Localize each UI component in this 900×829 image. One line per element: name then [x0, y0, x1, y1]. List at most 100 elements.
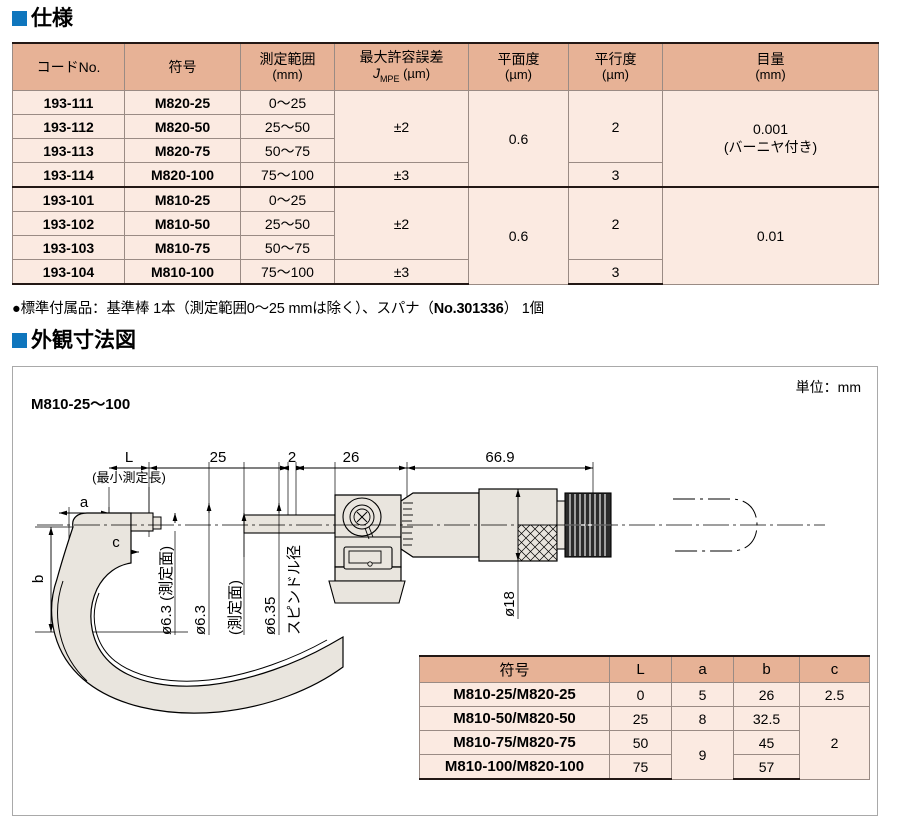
- dimension-label-thimble-diameter: ø18: [501, 591, 518, 617]
- cell-mpe: ±3: [334, 259, 469, 285]
- dim-cell-name: M810-50/M820-50: [419, 706, 610, 731]
- dimension-label-L: L: [125, 449, 133, 466]
- cell-range: 0〜25: [240, 186, 335, 212]
- dim-cell-c: 2: [799, 706, 870, 780]
- cell-parallelism: 2: [568, 186, 663, 260]
- cell-mpe: ±3: [334, 162, 469, 188]
- spec-section-heading: 仕様: [12, 8, 73, 29]
- header-measuring-range: 測定範囲 (mm): [240, 42, 335, 91]
- cell-parallelism: 2: [568, 90, 663, 163]
- table-row: M810-50/M820-50 25 8 32.5 2: [419, 706, 870, 780]
- cell-code: 193-114: [12, 162, 125, 188]
- spec-table-header-row: コードNo. 符号 測定範囲 (mm) 最大許容誤差 JMPE (µm) 平面度…: [12, 42, 879, 91]
- cell-flatness: 0.6: [468, 90, 569, 188]
- dimension-label-25: 25: [210, 449, 227, 466]
- table-row: 193-104 M810-100 75〜100 ±3 3: [12, 259, 879, 285]
- dim-cell-L: 75: [609, 754, 672, 780]
- spec-table: コードNo. 符号 測定範囲 (mm) 最大許容誤差 JMPE (µm) 平面度…: [12, 42, 879, 285]
- dim-cell-name: M810-25/M820-25: [419, 682, 610, 707]
- dimension-label-26: 26: [343, 449, 360, 466]
- dimension-label-spindle-face-diameter: ø6.3: [192, 605, 209, 635]
- table-row: M810-25/M820-25 0 5 26 2.5: [419, 682, 870, 707]
- dimension-label-anvil-diameter: ø6.3 (測定面): [158, 546, 175, 635]
- dimension-label-c: c: [112, 534, 120, 551]
- drawing-section-heading: 外観寸法図: [12, 330, 136, 351]
- dimension-table: 符号 L a b c M810-25/M820-25 0 5 26 2.5 M8…: [419, 655, 870, 780]
- dim-cell-a: 5: [671, 682, 734, 707]
- dimension-label-a: a: [80, 494, 89, 511]
- footnote-part-number: No.301336: [433, 301, 504, 317]
- cell-range: 0〜25: [240, 90, 335, 115]
- cell-code: 193-113: [12, 138, 125, 163]
- dim-cell-b: 57: [733, 754, 800, 780]
- spec-table-container: コードNo. 符号 測定範囲 (mm) 最大許容誤差 JMPE (µm) 平面度…: [12, 42, 879, 285]
- cell-symbol: M810-25: [124, 186, 241, 212]
- table-row: 193-114 M820-100 75〜100 ±3 3: [12, 162, 879, 188]
- dim-cell-name: M810-100/M820-100: [419, 754, 610, 780]
- dimension-label-spindle-diameter: ø6.35: [262, 597, 279, 635]
- dim-cell-c: 2.5: [799, 682, 870, 707]
- cell-range: 25〜50: [240, 114, 335, 139]
- cell-symbol: M810-100: [124, 259, 241, 285]
- cell-graduation: 0.001 (バーニヤ付き): [662, 90, 879, 188]
- table-row: 193-103 M810-75 50〜75: [12, 235, 879, 260]
- blue-square-bullet-icon: [12, 11, 27, 26]
- cell-parallelism: 3: [568, 259, 663, 285]
- header-symbol: 符号: [124, 42, 241, 91]
- cell-code: 193-102: [12, 211, 125, 236]
- dim-header-a: a: [671, 655, 734, 683]
- cell-mpe: ±2: [334, 90, 469, 163]
- dim-header-symbol: 符号: [419, 655, 610, 683]
- cell-code: 193-104: [12, 259, 125, 285]
- table-row: 193-112 M820-50 25〜50: [12, 114, 879, 139]
- cell-symbol: M810-50: [124, 211, 241, 236]
- cell-graduation: 0.01: [662, 186, 879, 285]
- dim-cell-L: 0: [609, 682, 672, 707]
- footnote-bullet: ●: [12, 301, 21, 317]
- dimension-note-min-measuring-length: (最小測定長): [92, 470, 166, 485]
- drawing-unit-label: 単位：mm: [795, 379, 861, 395]
- standard-accessories-footnote: ●標準付属品：基準棒 1本（測定範囲0〜25 mmは除く）、スパナ（No.301…: [12, 297, 544, 318]
- cell-code: 193-101: [12, 186, 125, 212]
- drawing-model-label: M810-25〜100: [31, 396, 131, 413]
- dim-cell-name: M810-75/M820-75: [419, 730, 610, 755]
- footnote-text-after: ） 1個: [503, 301, 544, 317]
- dim-header-L: L: [609, 655, 672, 683]
- footnote-text-before: 標準付属品：基準棒 1本（測定範囲0〜25 mmは除く）、スパナ（: [20, 301, 434, 317]
- cell-range: 75〜100: [240, 259, 335, 285]
- dimension-label-b: b: [30, 575, 47, 583]
- cell-symbol: M820-100: [124, 162, 241, 188]
- cell-symbol: M820-25: [124, 90, 241, 115]
- outline-dimension-drawing-panel: M810-25〜100 単位：mm: [12, 366, 878, 816]
- header-max-permissible-error: 最大許容誤差 JMPE (µm): [334, 42, 469, 91]
- dimension-label-2: 2: [288, 449, 296, 466]
- dimension-table-container: 符号 L a b c M810-25/M820-25 0 5 26 2.5 M8…: [419, 655, 870, 780]
- cell-parallelism: 3: [568, 162, 663, 188]
- dim-cell-L: 25: [609, 706, 672, 731]
- cell-symbol: M820-50: [124, 114, 241, 139]
- cell-code: 193-103: [12, 235, 125, 260]
- header-flatness: 平面度 (µm): [468, 42, 569, 91]
- header-code-no: コードNo.: [12, 42, 125, 91]
- table-row: 193-111 M820-25 0〜25 ±2 0.6 2 0.001 (バーニ…: [12, 90, 879, 188]
- dimension-table-header-row: 符号 L a b c: [419, 655, 870, 683]
- dimension-note-spindle-face: (測定面): [227, 580, 244, 635]
- blue-square-bullet-icon: [12, 333, 27, 348]
- dimension-note-spindle-dia: スピンドル径: [286, 545, 303, 635]
- dim-cell-b: 45: [733, 730, 800, 755]
- header-parallelism: 平行度 (µm): [568, 42, 663, 91]
- dim-cell-a: 9: [671, 730, 734, 780]
- table-row: M810-100/M820-100 75 57: [419, 754, 870, 780]
- dimension-label-66-9: 66.9: [485, 449, 514, 466]
- dim-cell-L: 50: [609, 730, 672, 755]
- dim-cell-b: 26: [733, 682, 800, 707]
- drawing-section-title: 外観寸法図: [31, 329, 136, 352]
- cell-code: 193-112: [12, 114, 125, 139]
- header-graduation: 目量 (mm): [662, 42, 879, 91]
- cell-mpe: ±2: [334, 186, 469, 260]
- dim-cell-a: 8: [671, 706, 734, 731]
- table-row: 193-113 M820-75 50〜75: [12, 138, 879, 163]
- micrometer-technical-drawing: L 25 2 26 66.9 a c (最小測定長) b ø6.3 (測定面) …: [30, 449, 825, 714]
- cell-symbol: M810-75: [124, 235, 241, 260]
- cell-symbol: M820-75: [124, 138, 241, 163]
